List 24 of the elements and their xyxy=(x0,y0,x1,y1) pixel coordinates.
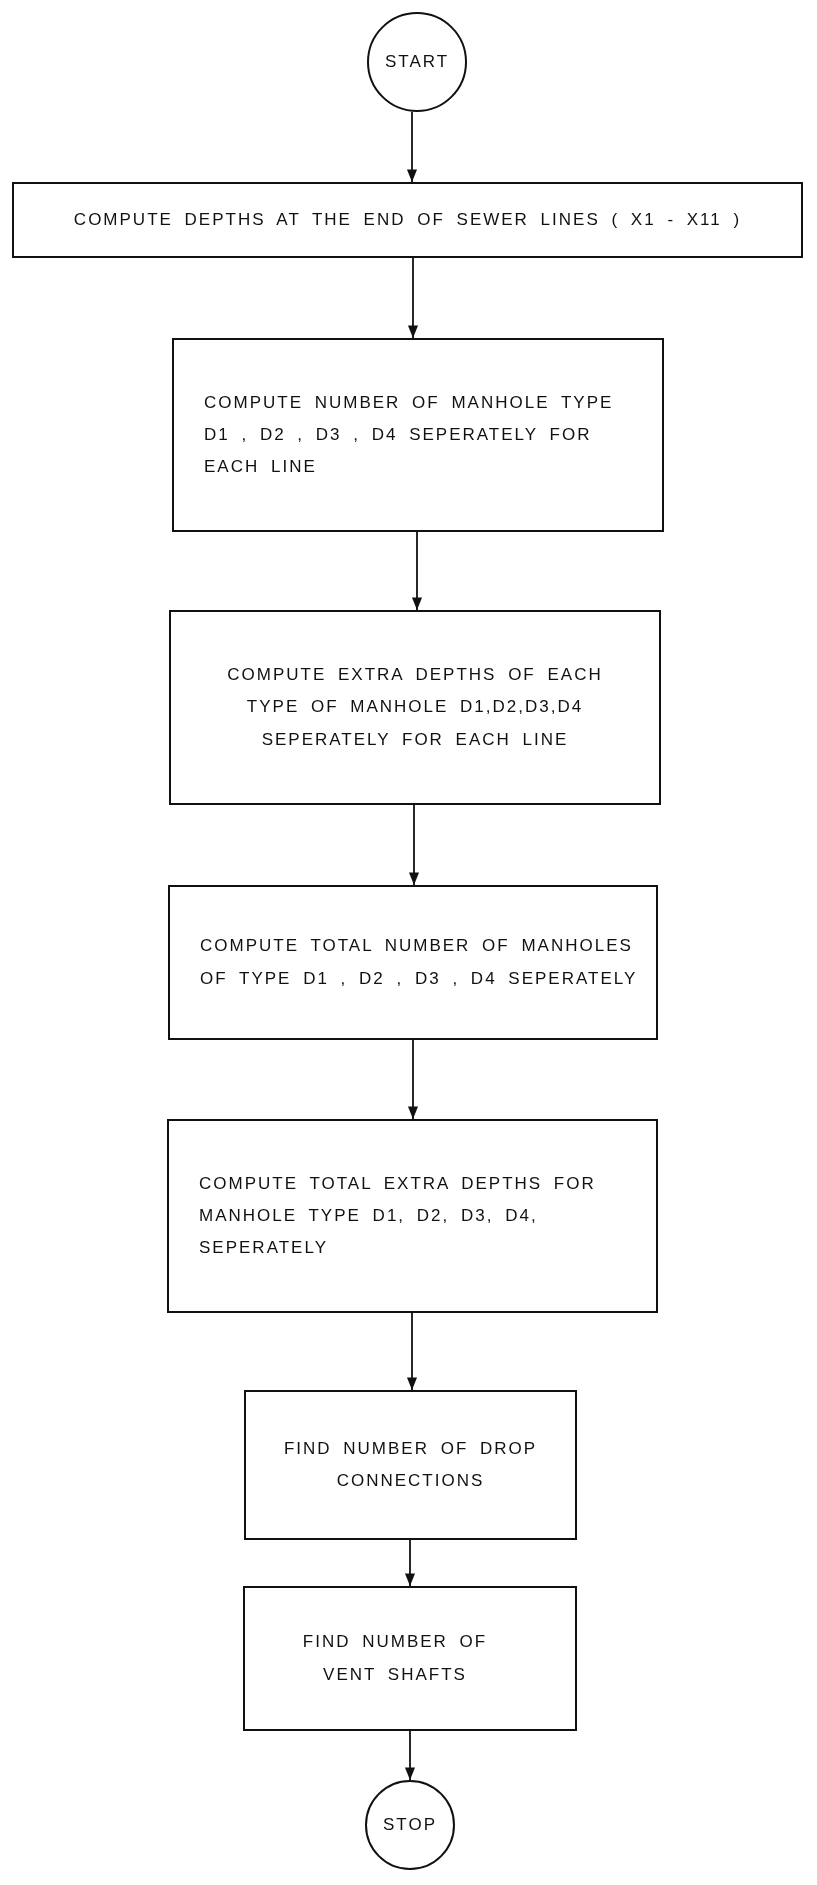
process-box xyxy=(12,182,803,258)
step-text: FIND NUMBER OF VENT SHAFTS xyxy=(301,1631,489,1686)
process-box xyxy=(172,338,664,532)
arrow xyxy=(406,1312,418,1391)
arrow xyxy=(406,111,418,183)
arrow xyxy=(407,1039,419,1120)
process-box xyxy=(169,610,661,805)
arrow xyxy=(404,1539,416,1587)
arrow xyxy=(407,257,419,339)
step-text: COMPUTE DEPTHS AT THE END OF SEWER LINES ( X1 - X11 ) xyxy=(73,208,742,231)
arrow xyxy=(411,531,423,611)
process-box xyxy=(167,1119,658,1313)
step-text: STOP xyxy=(383,1813,437,1836)
step-text: COMPUTE EXTRA DEPTHS OF EACH TYPE OF MANHOLE D1,D2,D3,D4 SEPERATELY FOR EACH LINE xyxy=(226,664,604,751)
step-text: COMPUTE TOTAL NUMBER OF MANHOLES OF TYPE D1 , D2 , D3 , D4 SEPERATELY xyxy=(200,935,639,990)
process-box xyxy=(244,1390,577,1540)
step-text: COMPUTE NUMBER OF MANHOLE TYPE D1 , D2 , D3 , D4 SEPERATELY FOR EACH LINE xyxy=(204,391,615,479)
step-text: START xyxy=(384,50,450,73)
process-box xyxy=(168,885,658,1040)
step-text: COMPUTE TOTAL EXTRA DEPTHS FOR MANHOLE TYPE D1, D2, D3, D4, SEPERATELY xyxy=(199,1172,597,1260)
arrow xyxy=(404,1730,416,1781)
step-text: FIND NUMBER OF DROP CONNECTIONS xyxy=(282,1437,539,1492)
arrow xyxy=(408,804,420,886)
process-box xyxy=(243,1586,577,1731)
